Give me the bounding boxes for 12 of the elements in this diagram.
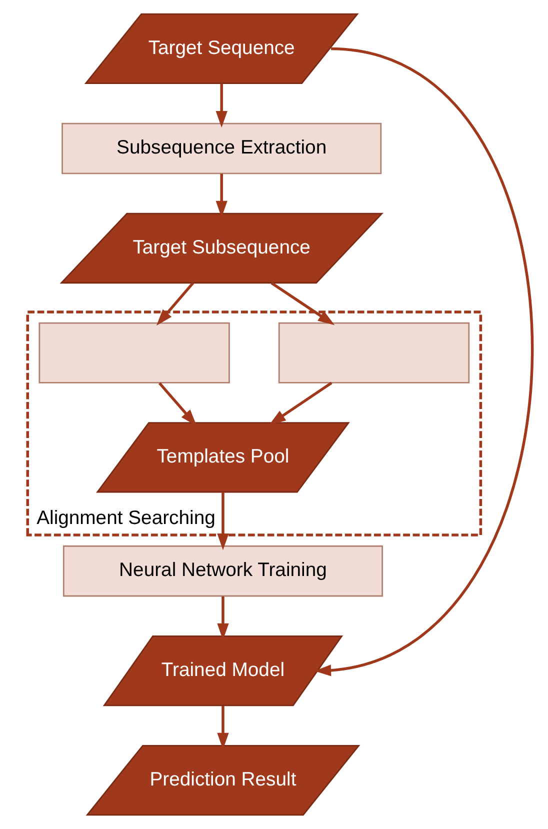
arrow [156, 282, 194, 326]
node-box: Neural Network Training [62, 545, 382, 597]
node-box: Subsequence Extraction [61, 122, 382, 174]
arrow [270, 282, 334, 326]
node-box [38, 322, 230, 384]
node-box [278, 322, 470, 384]
arrow [314, 47, 534, 676]
arrow [215, 174, 227, 218]
arrow [158, 382, 196, 426]
arrow [215, 84, 227, 128]
arrow [216, 492, 228, 550]
arrow [268, 382, 332, 425]
